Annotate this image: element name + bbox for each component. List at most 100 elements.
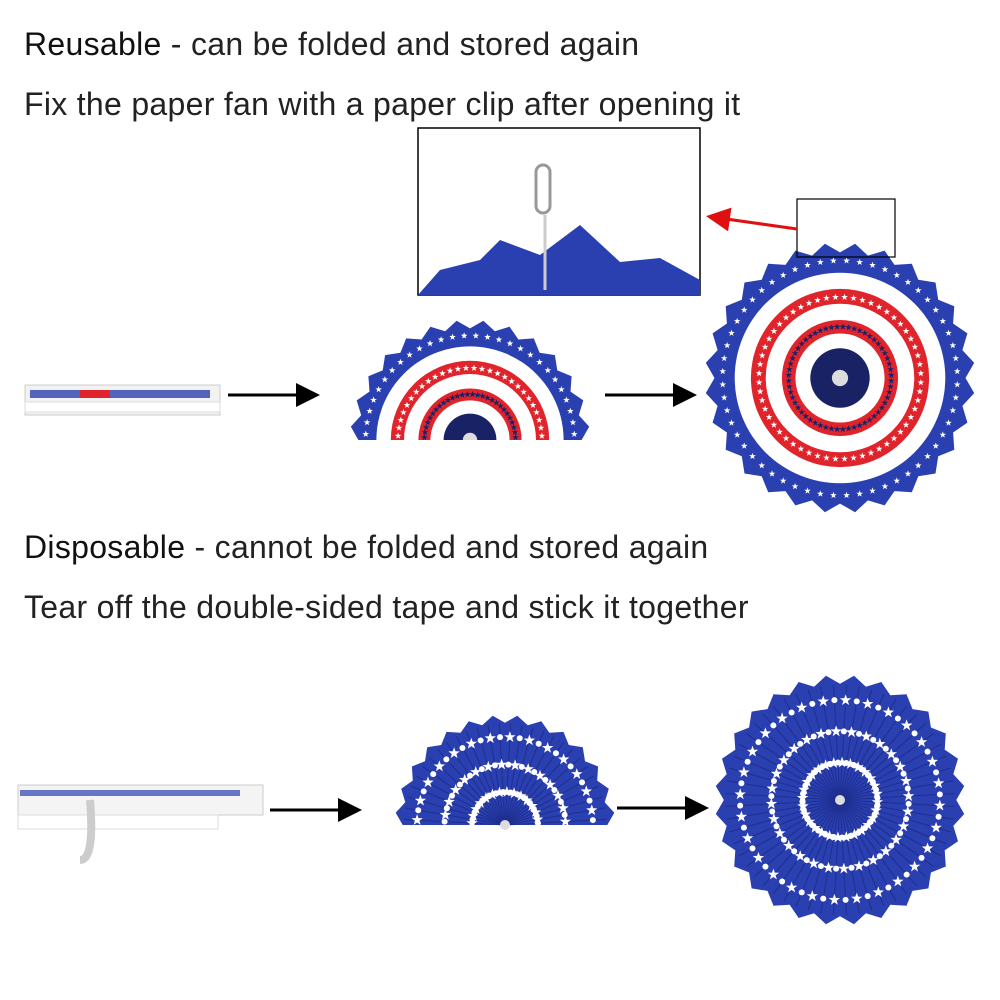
folded-fan-stack-tape <box>17 784 264 864</box>
star-icon <box>845 726 858 738</box>
star-icon <box>856 490 863 497</box>
star-icon <box>830 725 842 737</box>
star-icon <box>503 410 511 417</box>
star-icon <box>828 323 835 331</box>
star-icon <box>768 813 780 824</box>
star-icon <box>486 367 494 374</box>
star-icon <box>812 763 824 775</box>
star-icon <box>449 333 456 340</box>
star-icon <box>529 401 537 408</box>
star-icon <box>785 881 798 893</box>
star-icon <box>885 748 897 759</box>
star-icon <box>823 454 830 461</box>
star-icon <box>802 336 810 343</box>
star-icon <box>563 396 570 403</box>
star-icon <box>416 345 423 352</box>
star-icon <box>728 329 735 336</box>
star-icon <box>761 405 769 412</box>
star-icon <box>454 392 461 399</box>
star-icon <box>559 815 572 827</box>
star-icon <box>893 477 901 484</box>
star-icon <box>470 364 478 371</box>
star-icon <box>839 323 847 330</box>
star-icon <box>394 432 402 439</box>
star-icon <box>851 892 863 904</box>
star-icon <box>916 388 924 395</box>
star-icon <box>429 410 437 417</box>
star-icon <box>424 419 432 426</box>
star-icon <box>520 388 527 395</box>
star-icon <box>511 428 519 436</box>
star-icon <box>874 737 886 749</box>
star-icon <box>897 820 910 832</box>
star-icon <box>830 491 837 499</box>
star-icon <box>911 405 919 412</box>
star-icon <box>887 377 895 384</box>
star-icon <box>749 452 756 460</box>
star-icon <box>537 424 545 431</box>
star-icon <box>789 440 797 447</box>
star-icon <box>882 706 895 718</box>
star-icon <box>469 391 476 398</box>
star-icon <box>515 790 527 801</box>
star-icon <box>733 431 741 438</box>
star-icon <box>366 407 373 414</box>
star-icon <box>890 314 898 321</box>
star-icon <box>758 396 766 404</box>
star-icon <box>770 767 783 779</box>
star-icon <box>482 760 494 772</box>
star-icon <box>381 376 389 383</box>
star-icon <box>533 408 540 416</box>
star-icon <box>779 271 787 278</box>
star-icon <box>719 367 727 375</box>
star-icon <box>887 365 894 373</box>
star-icon <box>823 830 836 841</box>
star-icon <box>504 731 516 742</box>
star-icon <box>869 261 876 268</box>
star-icon <box>867 299 875 306</box>
star-icon <box>939 431 947 438</box>
star-icon <box>870 412 878 420</box>
star-icon <box>861 329 869 336</box>
half-open-fan-blue-stars <box>395 715 615 830</box>
star-icon <box>911 343 919 350</box>
star-icon <box>841 455 848 462</box>
star-icon <box>904 470 912 477</box>
star-icon <box>789 308 797 315</box>
star-icon <box>794 404 802 411</box>
star-icon <box>740 442 748 449</box>
star-icon <box>817 327 824 334</box>
star-icon <box>814 452 821 459</box>
star-icon <box>375 386 382 393</box>
star-icon <box>768 470 776 477</box>
star-icon <box>884 394 891 401</box>
star-icon <box>752 851 765 863</box>
star-icon <box>484 732 496 744</box>
star-icon <box>845 425 852 432</box>
star-icon <box>770 327 778 334</box>
star-icon <box>915 736 928 747</box>
star-icon <box>509 759 521 771</box>
star-icon <box>908 860 921 872</box>
star-icon <box>860 730 872 742</box>
star-icon <box>500 406 508 413</box>
reusable-label: Reusable <box>24 26 162 62</box>
star-icon <box>414 794 427 806</box>
star-icon <box>892 875 904 887</box>
star-icon <box>395 424 403 431</box>
star-icon <box>534 769 546 781</box>
star-icon <box>785 371 793 378</box>
star-icon <box>840 831 852 842</box>
star-icon <box>791 349 799 356</box>
open-fan-blue-stars <box>715 675 965 925</box>
star-icon <box>363 419 371 426</box>
star-icon <box>431 373 439 380</box>
star-icon <box>839 425 847 433</box>
star-icon <box>853 860 865 871</box>
star-icon <box>900 775 912 786</box>
star-icon <box>789 394 796 401</box>
star-icon <box>418 382 426 390</box>
star-icon <box>814 296 821 303</box>
star-icon <box>866 332 873 339</box>
